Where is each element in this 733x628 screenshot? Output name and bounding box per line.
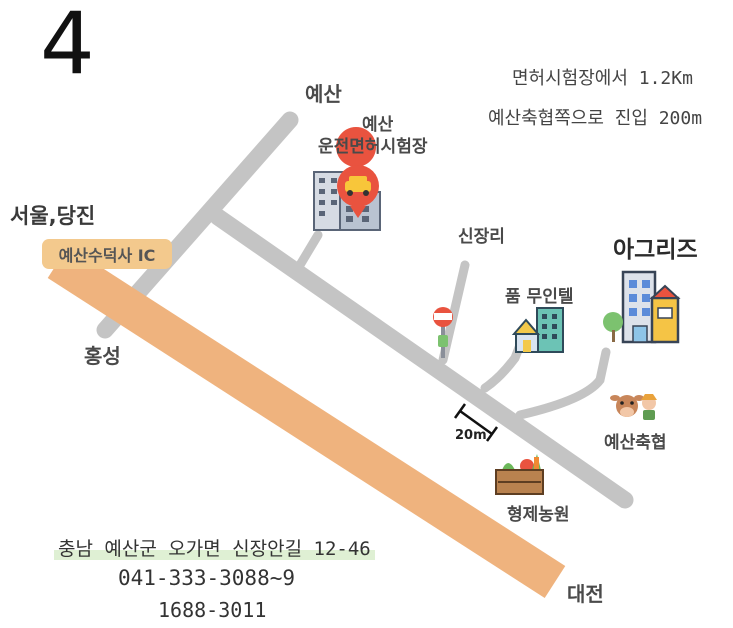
label-hongseong: 홍성 <box>84 344 121 368</box>
label-agreez: 아그리즈 <box>613 237 698 263</box>
address-text: 충남 예산군 오가면 신장안길 12-46 <box>54 538 375 560</box>
label-seoul-dangjin: 서울,당진 <box>10 204 96 228</box>
label-daejeon: 대전 <box>567 582 604 606</box>
label-pum-motel: 품 무인텔 <box>505 287 574 307</box>
scale-bar <box>453 403 499 442</box>
scale-label: 20m <box>455 428 487 443</box>
phone-line-2: 1688-3011 <box>158 598 267 622</box>
branch-agreez <box>515 347 611 420</box>
address-line: 충남 예산군 오가면 신장안길 12-46 <box>54 534 375 561</box>
highway <box>47 246 566 598</box>
test-center-icon <box>313 127 381 231</box>
ic-label-box: 예산수덕사 IC <box>42 239 172 269</box>
branch-test-center <box>295 230 323 270</box>
label-hyeongje-farm: 형제농원 <box>507 505 570 525</box>
road-to-daejeon <box>209 208 634 509</box>
label-sinjangri: 신장리 <box>458 227 505 247</box>
distance-note-2: 예산축협쪽으로 진입 200m <box>488 108 703 129</box>
section-number: 4 <box>40 0 95 94</box>
distance-note-1: 면허시험장에서 1.2Km <box>512 68 693 89</box>
motel-icon <box>511 307 564 353</box>
label-test-center-line2: 운전면허시험장 <box>318 137 428 157</box>
label-yesan-coop: 예산축협 <box>604 433 667 453</box>
agreez-building-icon <box>603 270 681 344</box>
coop-icon <box>610 394 657 420</box>
phone-line-1: 041-333-3088~9 <box>118 566 296 590</box>
label-yesan: 예산 <box>305 82 342 106</box>
bus-stop-icon <box>433 307 453 358</box>
label-ic: 예산수덕사 IC <box>58 246 156 265</box>
label-test-center-line1: 예산 <box>362 115 394 135</box>
farm-icon <box>495 454 544 495</box>
branch-motel <box>480 340 525 393</box>
